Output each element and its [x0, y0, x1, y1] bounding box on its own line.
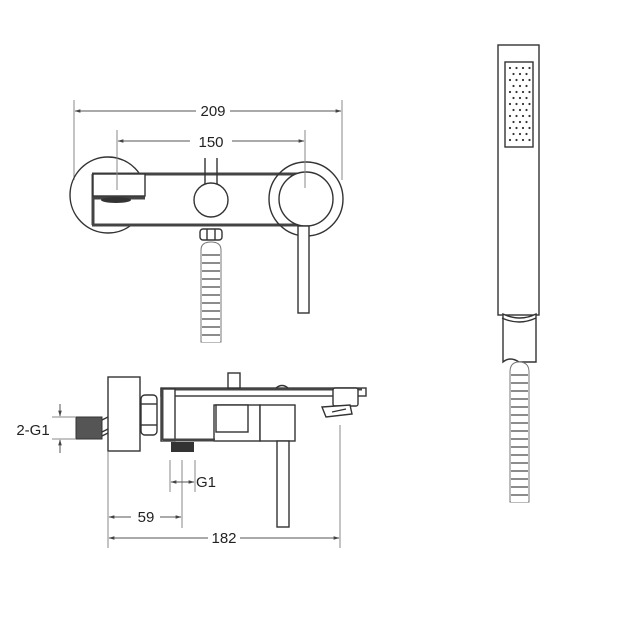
hex-nut [140, 394, 158, 436]
wall-flange-side [107, 376, 141, 452]
dimension-label-209: 209 [200, 103, 225, 120]
shower-hose [509, 361, 530, 503]
dimension-overall-width: 209 [73, 100, 343, 180]
spout-front [92, 173, 146, 197]
dimension-wall-to-outlet: 59 [107, 452, 182, 548]
dimension-outlet-thread: G1 [169, 460, 216, 528]
front-view: 209 150 [69, 100, 344, 343]
diverter-knob [193, 182, 229, 218]
hand-shower [497, 44, 540, 503]
handle-lever [297, 225, 310, 314]
diverter-pin [227, 372, 241, 389]
shower-hose-front [200, 241, 222, 343]
dimension-overall-depth: 182 [108, 425, 341, 548]
dimension-label-g1: G1 [196, 474, 216, 491]
spout-tip [332, 387, 359, 407]
dimension-label-2-g1: 2-G1 [16, 422, 49, 439]
handle-lever-side [276, 440, 290, 528]
spray-nozzles [508, 66, 531, 142]
dimension-label-59: 59 [138, 509, 155, 526]
dimension-label-150: 150 [198, 134, 223, 151]
dimension-inlet-thread: 2-G1 [16, 404, 76, 453]
outlet-thread [171, 442, 194, 452]
side-view: 2-G1 G1 59 182 [16, 372, 367, 548]
outlet-nut [199, 228, 223, 241]
hose-connector [502, 312, 537, 364]
dimension-label-182: 182 [211, 530, 236, 547]
handle-knob [278, 171, 334, 227]
inlet-thread [75, 416, 103, 440]
